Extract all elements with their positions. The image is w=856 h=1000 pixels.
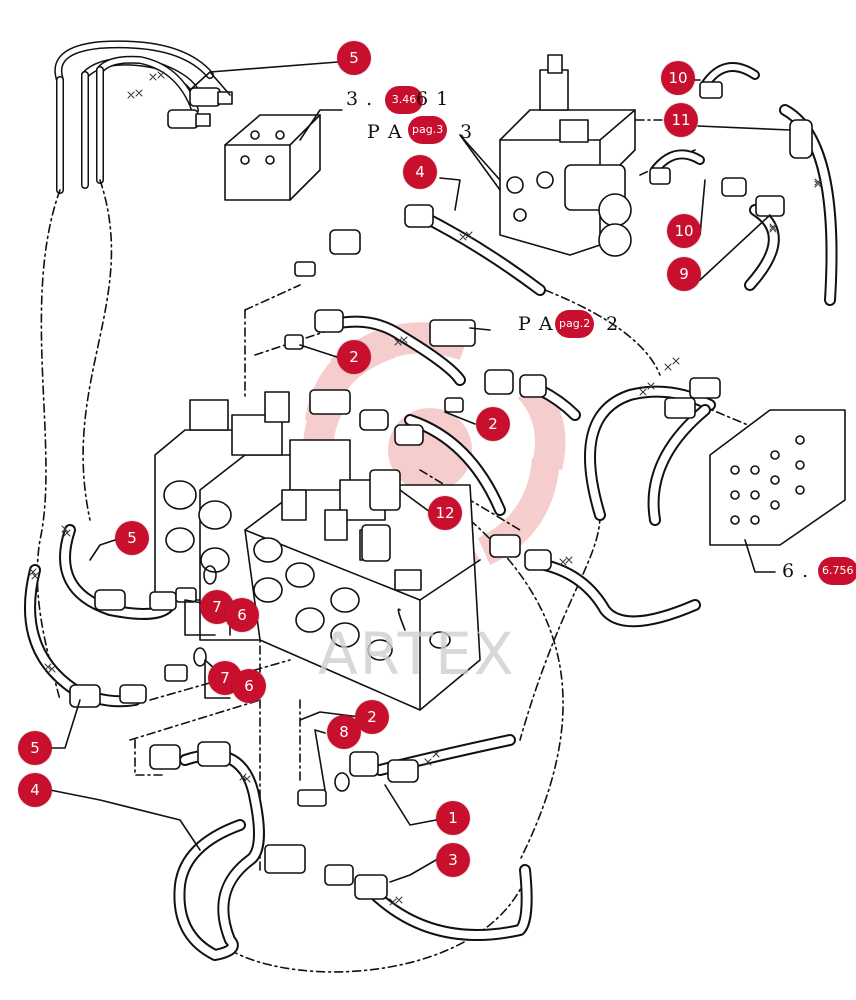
callout-5[interactable]: 5 — [337, 41, 371, 75]
callout-1[interactable]: 1 — [436, 801, 470, 835]
reference-link-1[interactable]: 3.46 — [385, 86, 423, 114]
callout-4[interactable]: 4 — [18, 773, 52, 807]
callout-5[interactable]: 5 — [18, 731, 52, 765]
callout-8[interactable]: 8 — [327, 715, 361, 749]
callout-2[interactable]: 2 — [337, 340, 371, 374]
callout-11[interactable]: 11 — [664, 103, 698, 137]
callout-4[interactable]: 4 — [403, 155, 437, 189]
reference-label-4: 6 . — [782, 560, 810, 582]
callout-2[interactable]: 2 — [476, 407, 510, 441]
callout-10[interactable]: 10 — [661, 61, 695, 95]
callout-3[interactable]: 3 — [436, 843, 470, 877]
reference-link-2[interactable]: pag.3 — [408, 116, 448, 144]
callout-6[interactable]: 6 — [232, 669, 266, 703]
reference-label-3: P A — [518, 313, 554, 335]
callout-12[interactable]: 12 — [428, 496, 462, 530]
reference-label-1: 3 . — [346, 88, 374, 110]
reference-label-1-tail: 6 1 — [416, 88, 450, 110]
watermark-text: ARTEX — [318, 620, 516, 688]
reference-label-2: P A — [367, 121, 403, 143]
callout-5[interactable]: 5 — [115, 521, 149, 555]
callout-9[interactable]: 9 — [667, 257, 701, 291]
reference-link-4[interactable]: 6.756 — [818, 557, 856, 585]
callout-10[interactable]: 10 — [667, 214, 701, 248]
reference-label-2-tail: 3 — [460, 121, 474, 143]
callout-6[interactable]: 6 — [225, 598, 259, 632]
reference-link-3[interactable]: pag.2 — [555, 310, 595, 338]
reference-label-3-tail: 2 — [606, 313, 620, 335]
